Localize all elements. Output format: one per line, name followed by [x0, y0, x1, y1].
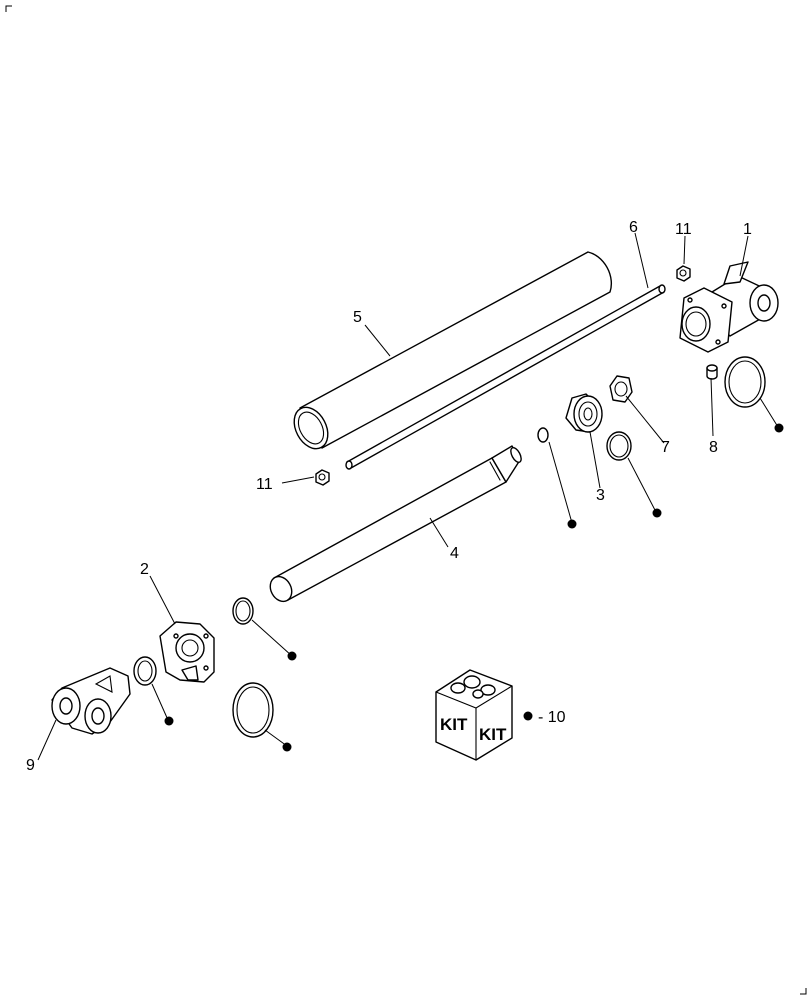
callout-numbers: 5 6 11 1 8 7 3 4 11 2 9 - 10: [26, 219, 752, 774]
callout-7: 7: [661, 439, 670, 456]
callout-6: 6: [629, 219, 638, 236]
part-2-gland: [159, 621, 215, 683]
callout-3: 3: [596, 487, 605, 504]
callout-4: 4: [450, 545, 459, 562]
callout-11-top: 11: [675, 221, 692, 238]
crop-marks: [5, 5, 807, 995]
leader-lines: [37, 232, 779, 761]
part-9-rod-clevis: [51, 667, 131, 735]
callout-11-left: 11: [256, 476, 273, 493]
part-5-barrel-tube: [293, 251, 613, 450]
kit-dot-legend: [523, 711, 533, 721]
part-8-plug: [706, 364, 718, 380]
kit-dot-piston-seal: [652, 508, 662, 518]
kit-dot-gland-ring: [287, 651, 297, 661]
callout-10: - 10: [538, 709, 566, 726]
kit-dot-large-ring: [282, 742, 292, 752]
o-ring-small: [537, 427, 549, 443]
kit-dot-head-ring: [774, 423, 784, 433]
callout-1: 1: [743, 221, 752, 238]
seal-ring-gland: [232, 597, 254, 625]
wiper-ring: [133, 656, 157, 686]
seal-ring-piston: [606, 431, 632, 461]
kit-label-left: KIT: [440, 715, 468, 734]
part-1-cylinder-head: [679, 261, 779, 353]
kit-box: KIT KIT: [435, 669, 513, 761]
callout-9: 9: [26, 757, 35, 774]
part-4-piston-rod: [269, 445, 522, 603]
kit-component-dots: [164, 423, 784, 752]
callout-8: 8: [709, 439, 718, 456]
part-3-piston: [565, 393, 603, 433]
seal-ring-head: [724, 356, 766, 408]
part-7-piston-nut: [609, 375, 633, 403]
part-11-nut-left: [315, 469, 330, 486]
part-6-tie-rod: [345, 284, 666, 470]
kit-dot-wiper: [164, 716, 174, 726]
part-11-nut-top: [676, 265, 691, 282]
kit-label-right: KIT: [479, 725, 507, 744]
kit-dot-o-ring: [567, 519, 577, 529]
callout-2: 2: [140, 561, 149, 578]
seal-ring-large: [232, 682, 274, 738]
callout-5: 5: [353, 309, 362, 326]
